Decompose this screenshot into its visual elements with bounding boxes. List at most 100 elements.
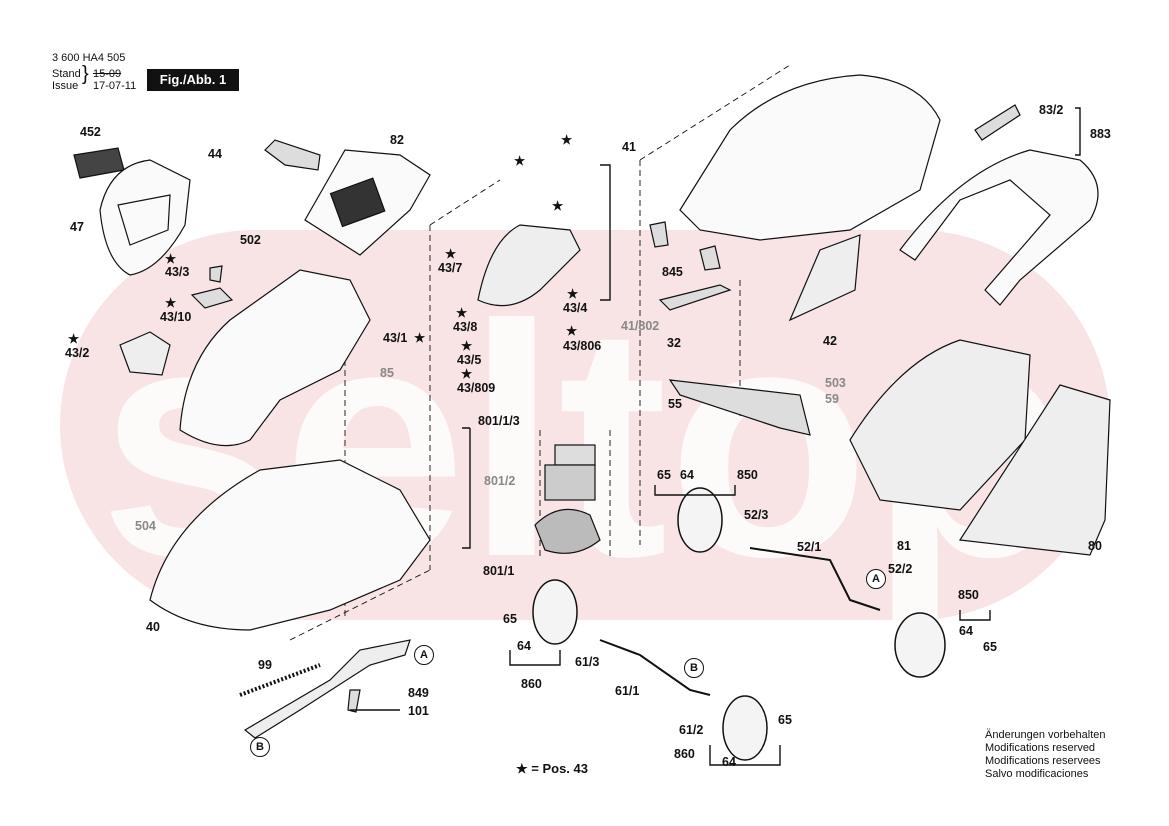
label-55: 55 [668,397,682,411]
note-fr: Modifications reservees [985,755,1101,767]
brace-glyph: } [82,63,89,85]
part-43-3 [209,265,223,283]
label-41: 41 [622,140,636,154]
label-860-b: 860 [674,747,695,761]
part-801-2 [544,464,596,501]
star-43-809: ★ [461,367,473,381]
star-43-1: ★ [414,331,426,345]
label-860-a: 860 [521,677,542,691]
label-42: 42 [823,334,837,348]
modification-notes: Änderungen vorbehalten Modifications res… [985,729,1105,781]
part-43-housing [179,269,371,447]
label-849: 849 [408,686,429,700]
label-64-d: 64 [959,624,973,638]
label-65-c: 65 [778,713,792,727]
label-43-10: 43/10 [160,310,192,324]
label-43-3: 43/3 [165,265,190,279]
wheel-860-upper [532,579,578,645]
star-43-806: ★ [566,324,578,338]
wheel-850-upper [677,487,723,553]
label-64-a: 64 [680,468,694,482]
label-883: 883 [1090,127,1111,141]
stand-label: Stand [52,68,81,80]
label-61-2: 61/2 [679,723,704,737]
part-41-802 [658,284,732,311]
label-43-4: 43/4 [563,301,588,315]
label-65-a: 65 [657,468,671,482]
label-801-1-3: 801/1/3 [478,414,520,428]
part-81-grassbox [849,339,1031,511]
wheel-850-lower [894,612,946,678]
note-en: Modifications reserved [985,742,1096,754]
label-81: 81 [897,539,911,553]
star-43-3: ★ [165,252,177,266]
label-850-a: 850 [737,468,758,482]
star-top-b: ★ [561,133,573,147]
part-43-7 [477,224,581,307]
label-99: 99 [258,658,272,672]
part-99-spring [239,663,321,697]
part-47-detail [117,194,171,246]
part-801-1 [534,508,601,554]
label-845: 845 [662,265,683,279]
label-43-7: 43/7 [438,261,463,275]
callout-a-right: A [866,569,886,589]
star-43-7: ★ [445,247,457,261]
star-top-a: ★ [514,154,526,168]
part-82-keypad [329,177,386,228]
star-43-4: ★ [567,287,579,301]
label-52-1: 52/1 [797,540,822,554]
part-83-2 [974,104,1021,141]
label-47: 47 [70,220,84,234]
label-41-802: 41/802 [621,319,660,333]
label-61-3: 61/3 [575,655,600,669]
figure-tag: Fig./Abb. 1 [147,69,239,91]
wheel-860-lower [722,695,768,761]
callout-b-right: B [684,658,704,678]
label-452: 452 [80,125,101,139]
part-80-grassbox-cover [958,384,1111,556]
star-43-8: ★ [456,306,468,320]
label-801-1: 801/1 [483,564,515,578]
part-61-1-rod [599,639,711,696]
wheels [532,487,946,761]
label-101: 101 [408,704,429,718]
part-845 [649,221,721,271]
part-40-deck [149,459,431,631]
star-43-5: ★ [461,339,473,353]
part-42-guard [788,234,861,322]
callout-b-left: B [250,737,270,757]
label-52-3: 52/3 [744,508,769,522]
part-44-handle [264,139,321,171]
star-top-c: ★ [552,199,564,213]
label-504: 504 [135,519,156,533]
issue-label: Issue [52,80,79,92]
note-de: Änderungen vorbehalten [985,729,1106,741]
part-452-tag [73,147,125,179]
label-32: 32 [667,336,681,350]
label-85: 85 [380,366,394,380]
label-801-2: 801/2 [484,474,516,488]
label-850-b: 850 [958,588,979,602]
label-43-1: 43/1 [383,331,408,345]
label-502: 502 [240,233,261,247]
part-849-lever [243,639,411,739]
part-101-clip [347,689,361,713]
label-40: 40 [146,620,160,634]
part-55-blade [668,379,811,436]
part-52-1-rod [749,547,881,611]
part-number: 3 600 HA4 505 [52,52,126,64]
label-52-2: 52/2 [888,562,913,576]
label-43-8: 43/8 [453,320,478,334]
part-47-battery [99,159,191,276]
label-43-2: 43/2 [65,346,90,360]
star-43-2: ★ [68,332,80,346]
label-65-b: 65 [503,612,517,626]
label-503: 503 [825,376,846,390]
bracket-lines [350,107,1081,766]
label-44: 44 [208,147,222,161]
part-41-chassis [679,74,941,241]
label-64-b: 64 [517,639,531,653]
star-43-10: ★ [165,296,177,310]
